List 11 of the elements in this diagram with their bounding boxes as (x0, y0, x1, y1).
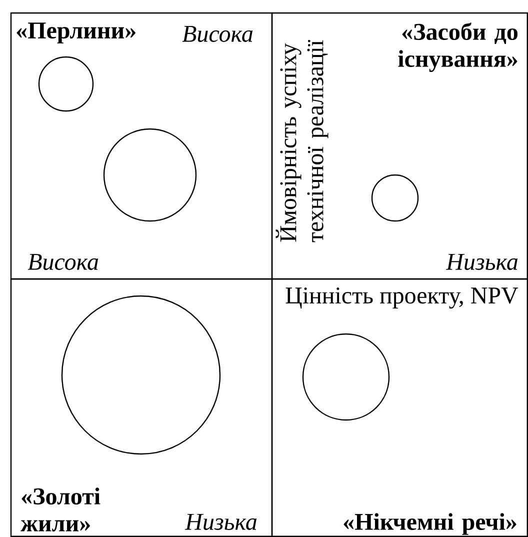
circle (371, 174, 419, 222)
axis-value: Висока (182, 26, 253, 42)
axis-label: Цінність проекту, NPV (286, 287, 518, 309)
axis-value: Низька (184, 514, 256, 530)
axis-value: Низька (446, 254, 518, 270)
circle (302, 333, 390, 421)
axis-value: Висока (28, 254, 98, 270)
axis-label: Ймовірність успіху технічної реалізації (276, 40, 328, 242)
circle (103, 128, 197, 222)
circle (38, 56, 94, 112)
circle (61, 295, 221, 455)
